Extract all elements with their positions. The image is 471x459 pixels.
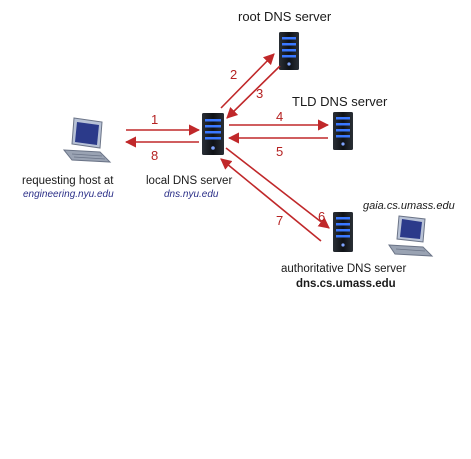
authoritative-dns-server-label: authoritative DNS server: [281, 263, 406, 275]
step-label-2: 2: [230, 67, 237, 82]
gaia-hostname: gaia.cs.umass.edu: [363, 200, 455, 212]
step-label-5: 5: [276, 144, 283, 159]
arrow-step-3: [226, 65, 281, 119]
gaia-host-laptop-icon: [388, 215, 434, 257]
step-label-1: 1: [151, 112, 158, 127]
requesting-host-laptop-icon: [62, 117, 112, 163]
step-label-6: 6: [318, 209, 325, 224]
step-label-8: 8: [151, 148, 158, 163]
arrow-step-2: [220, 53, 275, 109]
root-dns-server-icon: [279, 32, 299, 70]
requesting-host-hostname: engineering.nyu.edu: [23, 189, 114, 200]
local-dns-server-label: local DNS server: [146, 175, 232, 187]
step-label-3: 3: [256, 86, 263, 101]
local-dns-hostname: dns.nyu.edu: [164, 189, 219, 200]
tld-dns-server-label: TLD DNS server: [292, 94, 388, 109]
query-arrows: [124, 53, 330, 242]
arrow-step-7: [220, 158, 322, 242]
root-dns-server-label: root DNS server: [238, 9, 332, 24]
node-labels: root DNS server TLD DNS server local DNS…: [22, 9, 455, 290]
requesting-host-label: requesting host at: [22, 175, 114, 187]
step-label-4: 4: [276, 109, 283, 124]
arrow-step-6: [225, 147, 330, 229]
step-label-7: 7: [276, 213, 283, 228]
authoritative-dns-hostname: dns.cs.umass.edu: [296, 278, 396, 290]
local-dns-server-icon: [202, 113, 224, 155]
authoritative-dns-server-icon: [333, 212, 353, 252]
step-labels: 1 8 2 3 4 5 6 7: [151, 67, 325, 228]
tld-dns-server-icon: [333, 112, 353, 150]
